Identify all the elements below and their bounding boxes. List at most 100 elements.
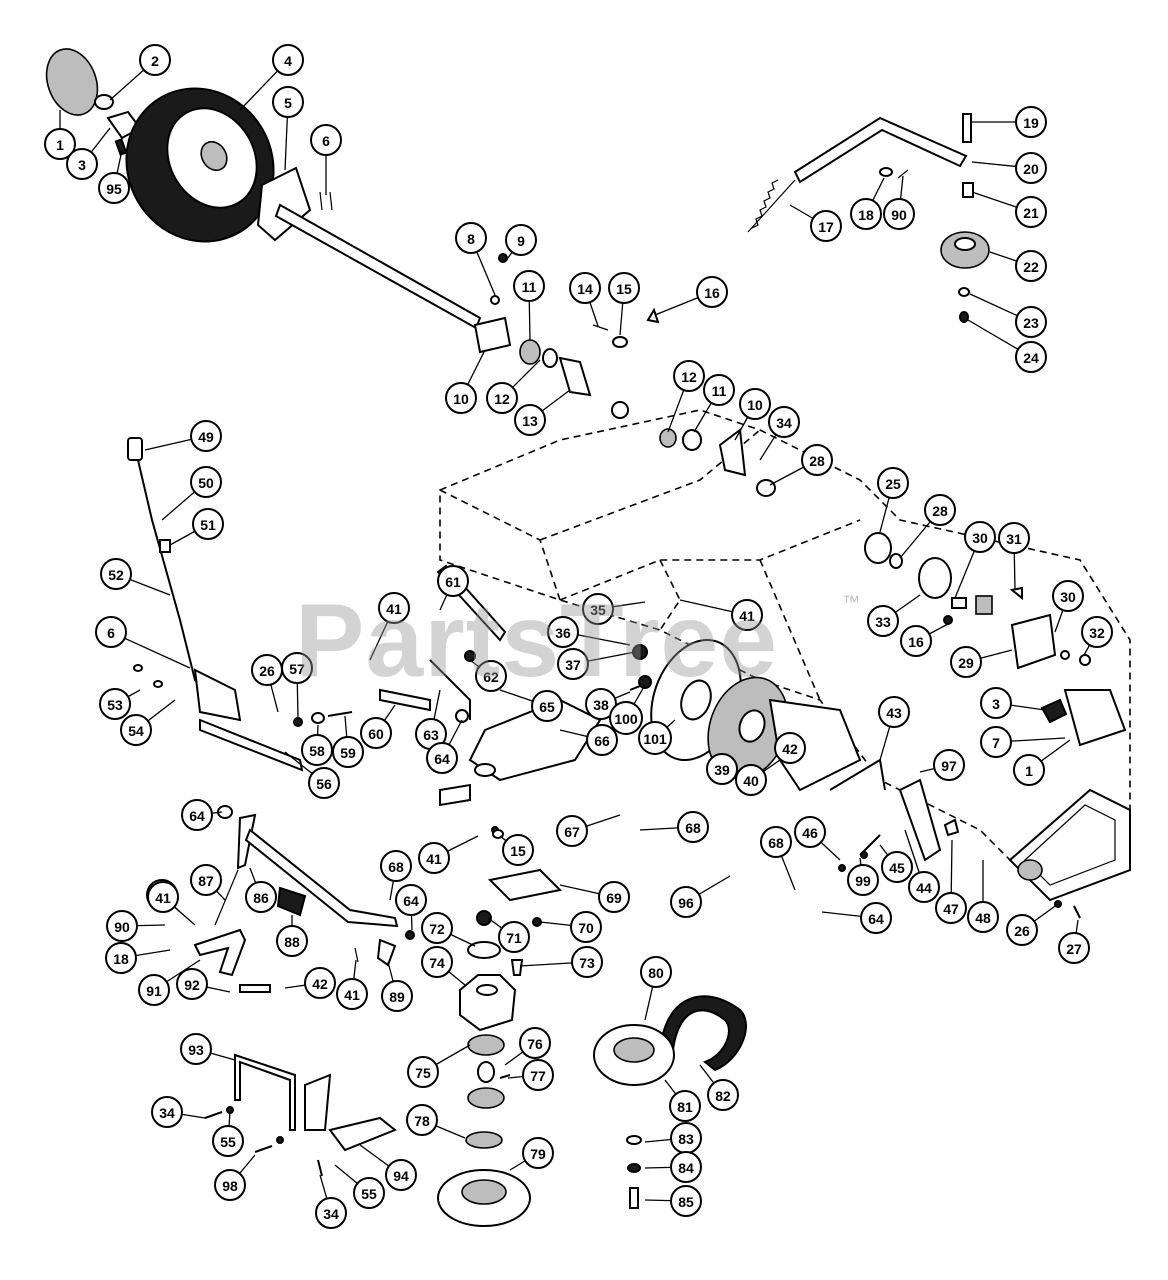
callout-label: 64 [868,911,884,927]
callout-label: 81 [677,1099,693,1115]
callout-81: 81 [669,1090,701,1122]
callout-circle [332,736,364,768]
spring-87 [214,869,239,926]
bolt-34b [317,1159,323,1177]
callout-circle [877,467,909,499]
washer-84 [627,1163,641,1173]
callout-57: 57 [281,652,313,684]
callout-92: 92 [176,968,208,1000]
guard-plate [304,1073,332,1131]
callout-85: 85 [670,1185,702,1217]
nut-24 [959,311,969,323]
callout-8: 8 [455,222,487,254]
callout-34: 34 [151,1096,183,1128]
callout-label: 25 [885,476,901,492]
wing-bolt [646,307,660,324]
spindle-assembly [437,826,563,1227]
callout-68: 68 [677,811,709,843]
callout-circle [190,864,222,896]
callout-label: 9 [517,233,525,249]
callout-label: 94 [393,1168,409,1184]
bolt-57 [293,717,303,727]
callout-circle [881,851,913,883]
clip-3 [1040,698,1068,724]
callout-93: 93 [180,1033,212,1065]
callout-circle [883,198,915,230]
callout-30: 30 [1052,580,1084,612]
callout-2: 2 [139,44,171,76]
callout-label: 65 [539,699,555,715]
nut-71 [476,910,492,926]
callout-5: 5 [272,86,304,118]
callout-18: 18 [105,942,137,974]
callout-circle [513,270,545,302]
frame-outline [439,409,1131,881]
callout-circle [860,902,892,934]
callout-label: 10 [453,391,469,407]
callout-32: 32 [1081,616,1113,648]
axle-clamp [473,316,512,354]
callout-circle [1081,616,1113,648]
callout-circle [176,968,208,1000]
callout-label: 90 [891,207,907,223]
bushing-64c [405,930,415,940]
callout-circle [980,726,1012,758]
bolt-34a [204,1111,223,1119]
callout-label: 53 [107,697,123,713]
callout-circle [933,749,965,781]
callout-9: 9 [505,224,537,256]
callout-label: 49 [198,429,214,445]
callout-27: 27 [1058,932,1090,964]
idler-arm-assembly [747,113,990,323]
callout-25: 25 [877,467,909,499]
callout-label: 82 [715,1088,731,1104]
callout-label: 6 [107,625,115,641]
callout-41: 41 [147,881,179,913]
callout-circle [498,921,530,953]
callout-31: 31 [998,522,1030,554]
callout-50: 50 [190,466,222,498]
callout-circle [445,382,477,414]
callout-circle [935,892,967,924]
disc-hub [738,709,766,743]
callout-label: 64 [189,808,205,824]
callout-label: 11 [712,383,727,399]
callout-41: 41 [378,592,410,624]
bracket-93 [234,1053,296,1131]
set-screw [114,138,128,156]
callout-label: 56 [316,776,332,792]
callout-label: 69 [606,890,622,906]
callout-circle [794,816,826,848]
collar [542,348,558,368]
callout-circle [1015,250,1047,282]
callout-26: 26 [251,654,283,686]
callout-circle [304,967,336,999]
callout-60: 60 [360,717,392,749]
callout-circle [950,646,982,678]
callout-circle [360,717,392,749]
fitting-cap [498,253,508,263]
bearing-75a [467,1034,505,1056]
callout-label: 21 [1023,205,1039,221]
callout-41: 41 [336,978,368,1010]
link-92 [239,984,271,993]
callout-label: 4 [284,53,292,69]
callout-label: 22 [1023,259,1039,275]
plate-94 [328,1116,397,1152]
washer-28 [756,479,776,497]
callout-13: 13 [514,404,546,436]
callout-circle [245,881,277,913]
bolt-38 [629,685,641,691]
pulley-hub-80 [613,1037,655,1063]
callout-circle [1015,341,1047,373]
callout-label: 85 [678,1194,694,1210]
callout-circle [531,690,563,722]
callout-label: 66 [594,733,610,749]
callout-circle [44,128,76,160]
pivot-bolt [962,113,972,143]
callout-circle [571,946,603,978]
grease-fitting [490,295,500,305]
callout-64: 64 [426,742,458,774]
linkage-center [293,564,960,872]
